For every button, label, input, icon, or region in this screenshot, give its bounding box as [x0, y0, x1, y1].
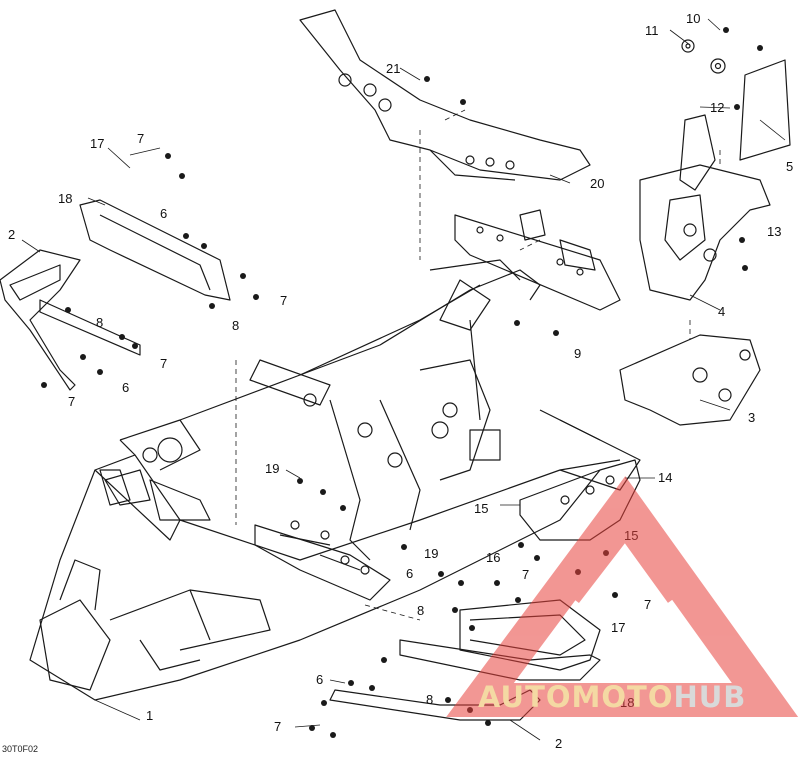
callout-7-b: 7: [280, 293, 288, 308]
callout-6-a: 6: [160, 206, 168, 221]
callout-7-a: 7: [137, 131, 145, 146]
callout-7-e: 7: [522, 567, 530, 582]
callout-19-a: 19: [265, 461, 280, 476]
callout-1: 1: [146, 708, 154, 723]
callout-17-b: 17: [611, 620, 626, 635]
callout-8-c: 8: [417, 603, 425, 618]
callout-2-upper: 2: [8, 227, 16, 242]
callout-11: 11: [645, 23, 659, 38]
callout-8-d: 8: [426, 692, 434, 707]
callout-6-c: 6: [406, 566, 414, 581]
callout-6-b: 6: [122, 380, 130, 395]
upper-bracket-part: [299, 9, 591, 181]
callout-7-g: 7: [274, 719, 282, 734]
rear-bracket-part: [619, 334, 761, 426]
shield-part: [739, 59, 791, 161]
footrest-right-part: [0, 249, 141, 391]
watermark-text-accent: HUB: [673, 680, 747, 714]
callout-7-f: 7: [644, 597, 652, 612]
callout-3: 3: [748, 410, 756, 425]
callout-20: 20: [590, 176, 605, 191]
fasteners: [41, 27, 763, 738]
callout-2-lower: 2: [555, 736, 563, 751]
callout-8-a: 8: [96, 315, 104, 330]
callout-9: 9: [574, 346, 582, 361]
cross-bracket-part: [454, 209, 621, 311]
callout-15-b: 15: [624, 528, 639, 543]
watermark-brand: AUTOMOTOHUB: [478, 680, 746, 714]
callout-4: 4: [718, 304, 726, 319]
main-frame-part: [29, 259, 641, 701]
callout-5: 5: [786, 159, 794, 174]
callout-10: 10: [686, 11, 701, 26]
callout-15-a: 15: [474, 501, 489, 516]
callout-7-c: 7: [160, 356, 168, 371]
side-plate-part: [639, 114, 771, 301]
callout-18-a: 18: [58, 191, 73, 206]
callout-8-b: 8: [232, 318, 240, 333]
callout-12: 12: [710, 100, 725, 115]
callout-13: 13: [767, 224, 782, 239]
callout-6-d: 6: [316, 672, 324, 687]
assembly-guide-lines: [235, 109, 721, 621]
callout-16: 16: [486, 550, 501, 565]
callout-19-b: 19: [424, 546, 439, 561]
leader-lines: [21, 18, 786, 741]
washers: [681, 39, 726, 74]
callout-17-a: 17: [90, 136, 105, 151]
callout-21: 21: [386, 61, 401, 76]
callout-7-d: 7: [68, 394, 76, 409]
side-bracket-part: [519, 459, 641, 541]
callout-14: 14: [658, 470, 673, 485]
diagram-reference-code: 30T0F02: [2, 744, 39, 754]
watermark-text-main: AUTOMOTO: [478, 680, 674, 714]
